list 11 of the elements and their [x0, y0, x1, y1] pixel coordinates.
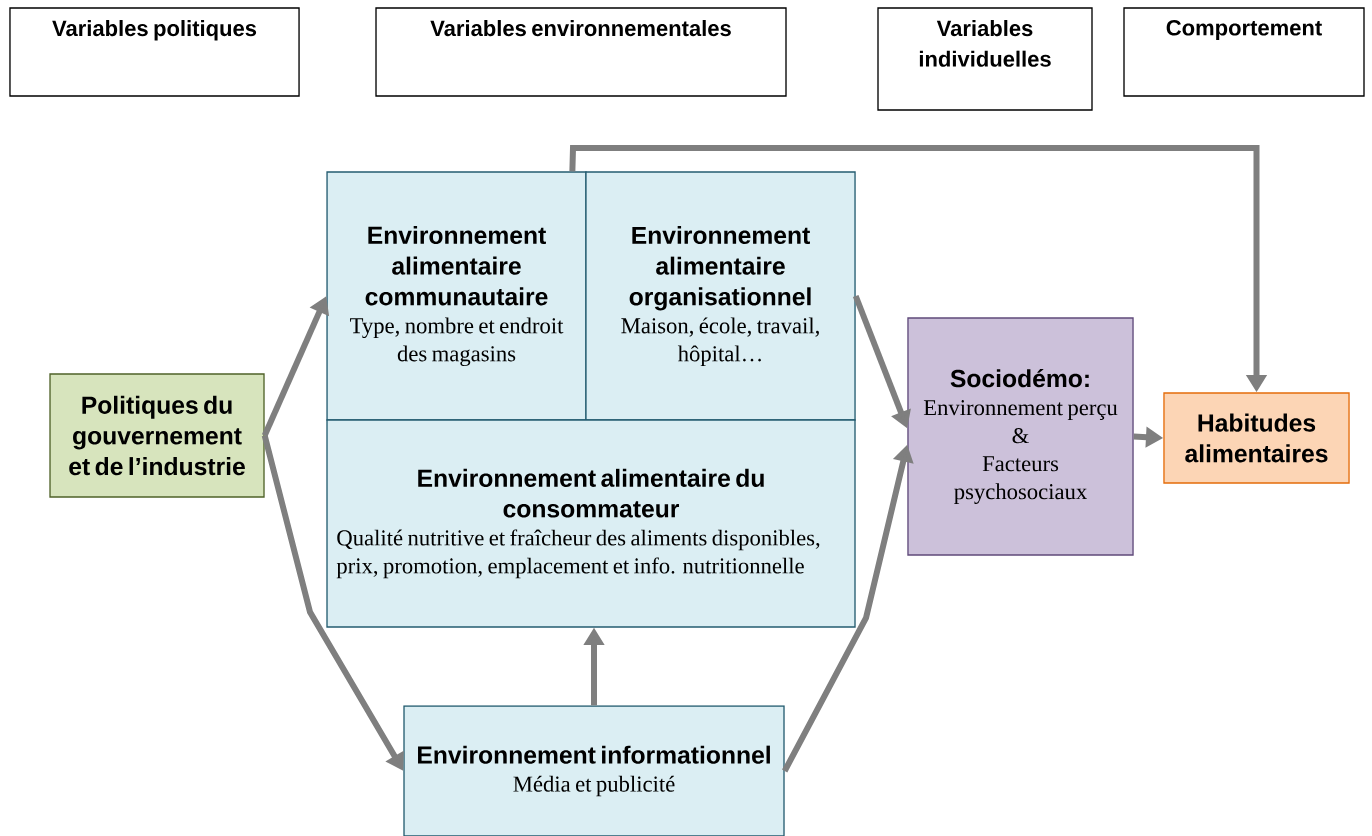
process-box: Sociodémo: Environnement perçu & Facteurs psychosociaux	[907, 317, 1134, 556]
process-box: Politiques du gouvernement et de l’industrie	[49, 373, 265, 498]
process-box: Habitudes alimentaires	[1163, 392, 1350, 484]
header-box: Comportement	[1123, 7, 1365, 97]
process-box: Environnement alimentaire du consommateur Qualité nutritive et fraîcheur des aliments disponibles, prix, promotion, emplacement et info. nutritionnelle	[326, 419, 856, 628]
process-box: Environnement informationnel Média et publicité	[403, 705, 785, 836]
process-box: Environnement alimentaire communautaire Type, nombre et endroit des magasins	[326, 171, 587, 421]
header-box: Variables environnementales	[375, 7, 787, 97]
process-box: Environnement alimentaire organisationnel Maison, école, travail, hôpital…	[585, 171, 856, 421]
header-box: Variables individuelles	[877, 7, 1093, 111]
header-box: Variables politiques	[9, 7, 300, 97]
